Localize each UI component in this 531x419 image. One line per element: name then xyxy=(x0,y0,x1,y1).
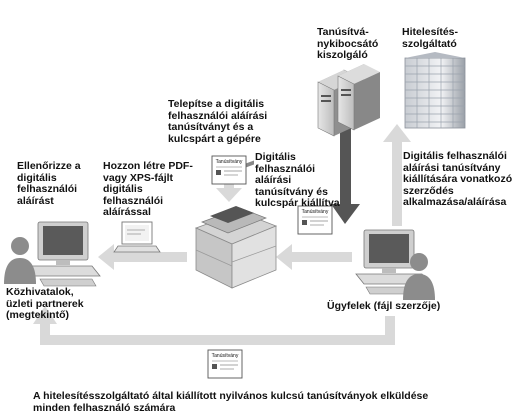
printer-to-viewer-arrow xyxy=(112,252,187,262)
distribution-loop-arrowhead xyxy=(33,306,57,324)
apply-step-label: Digitális felhasználói aláírási tanúsítv… xyxy=(403,150,513,208)
certificate-tag: Tanúsítvány xyxy=(216,159,243,165)
printer-icon xyxy=(194,160,278,289)
certificate-tag: Tanúsítvány xyxy=(302,209,329,215)
ca-provider-label: Tanúsítvá- nykibocsátó kiszolgáló xyxy=(317,26,379,61)
install-arrowhead xyxy=(216,188,242,202)
customer-computer-icon xyxy=(355,229,431,295)
issue-arrowhead xyxy=(331,204,360,224)
customer-to-printer-arrow xyxy=(290,252,352,262)
laptop-icon xyxy=(113,221,161,253)
apply-arrowhead xyxy=(383,124,411,142)
footer-note: A hitelesítésszolgáltató által kiállítot… xyxy=(33,390,429,414)
ca-server-icon xyxy=(317,64,380,137)
create-step-label: Hozzon létre PDF- vagy XPS-fájlt digitál… xyxy=(103,160,193,218)
issued-step-label: Digitális felhasználói aláírási tanúsítv… xyxy=(255,151,340,209)
certificate-icon-install: Tanúsítvány xyxy=(211,155,247,185)
cert-authority-building-icon xyxy=(404,52,466,129)
apply-arrow xyxy=(392,140,402,226)
issue-arrow xyxy=(340,126,351,206)
verify-step-label: Ellenőrizze a digitális felhasználói alá… xyxy=(17,160,81,207)
cert-authority-label: Hitelesítés- szolgáltató xyxy=(402,26,459,50)
customer-to-printer-arrowhead xyxy=(276,244,292,270)
printer-to-viewer-arrowhead xyxy=(98,244,114,270)
certificate-tag: Tanúsítvány xyxy=(212,353,239,359)
install-step-label: Telepítse a digitális felhasználói aláír… xyxy=(168,98,268,145)
customer-person-icon xyxy=(403,253,435,300)
customer-label: Ügyfelek (fájl szerzője) xyxy=(327,300,441,312)
certificate-icon-issued: Tanúsítvány xyxy=(297,205,333,235)
viewer-person-icon xyxy=(4,237,36,284)
viewer-label: Közhivatalok, üzleti partnerek (megtekin… xyxy=(6,286,84,321)
viewer-computer-icon xyxy=(25,221,101,287)
distribution-loop-arrow xyxy=(40,316,395,345)
certificate-icon-distribution: Tanúsítvány xyxy=(207,349,243,379)
